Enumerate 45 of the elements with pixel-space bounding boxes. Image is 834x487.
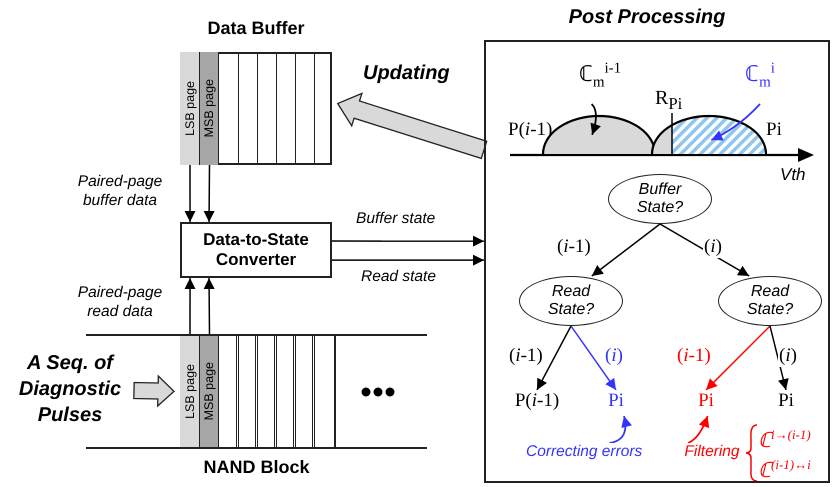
arrow bbox=[660, 223, 750, 277]
arrow bbox=[184, 165, 196, 222]
arrow bbox=[204, 165, 215, 222]
arrow bbox=[688, 416, 709, 444]
arrow bbox=[332, 236, 484, 247]
lsb-page-cell: LSB page bbox=[180, 52, 200, 165]
arrow bbox=[769, 326, 789, 390]
converter-box: Data-to-State Converter bbox=[180, 222, 332, 278]
heading: NAND Block bbox=[202, 457, 310, 478]
edge-label: (i-1) bbox=[508, 345, 544, 367]
msb-page-cell: MSB page bbox=[200, 336, 219, 447]
heading: Post Processing bbox=[568, 6, 726, 29]
distribution-area bbox=[651, 112, 767, 155]
pairs-label: Paired-page read data bbox=[76, 283, 164, 322]
arrow bbox=[332, 254, 484, 266]
block-arrow bbox=[133, 374, 175, 408]
threshold-label: R$_{Pi}$ bbox=[655, 86, 684, 115]
msb-page-cell: MSB page bbox=[200, 52, 219, 165]
block-arrow bbox=[336, 92, 488, 160]
edge-label: (i-1) bbox=[676, 345, 712, 367]
state-label: Pi bbox=[766, 118, 783, 142]
decision-ellipse: Read State? bbox=[718, 276, 822, 326]
arrow bbox=[204, 278, 215, 336]
arrow bbox=[570, 326, 617, 390]
arrow bbox=[609, 416, 632, 444]
edge-label: Updating bbox=[362, 62, 451, 85]
edge-label: (i) bbox=[703, 236, 723, 258]
edge-label: (i-1) bbox=[556, 236, 592, 258]
input-label: A Seq. of Diagnostic Pulses bbox=[6, 350, 134, 440]
decision-ellipse: Buffer State? bbox=[608, 174, 712, 224]
edge-label: (i) bbox=[604, 345, 624, 367]
decision-ellipse: Read State? bbox=[519, 276, 623, 326]
edge-label: (i) bbox=[778, 345, 798, 367]
condition-label: ℂ$^{i→(i-1)}$ bbox=[758, 426, 811, 453]
arrow bbox=[705, 325, 771, 391]
arrow bbox=[590, 103, 601, 136]
arrow bbox=[536, 326, 572, 390]
arrow bbox=[710, 103, 761, 141]
condition-label: ℂ$^{(i-1)↔i}$ bbox=[758, 456, 811, 483]
axis-label: Vth bbox=[780, 164, 807, 186]
lsb-page-cell: LSB page bbox=[180, 336, 200, 447]
arrow bbox=[184, 278, 196, 336]
heading: Data Buffer bbox=[206, 18, 306, 39]
pairs-label: Paired-page buffer data bbox=[76, 172, 164, 211]
arrow bbox=[591, 223, 660, 277]
